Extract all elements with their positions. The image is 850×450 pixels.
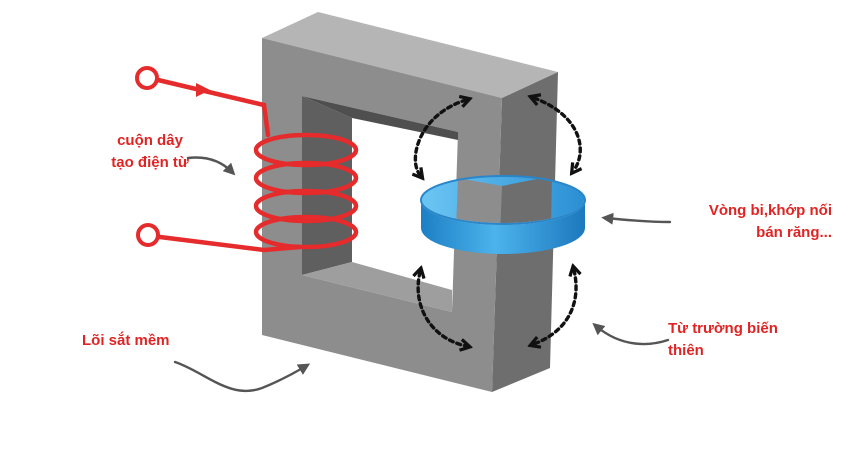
coil-label-line1: cuộn dây	[117, 132, 183, 149]
curved-arrow-icon	[173, 360, 311, 393]
core-top-face	[262, 12, 558, 98]
coil-upper-lead	[155, 77, 271, 138]
lead-arrow-icon	[196, 83, 210, 97]
curved-arrow-icon	[601, 212, 672, 225]
coil-lower-lead	[157, 234, 303, 253]
coil	[155, 77, 359, 253]
core-label: Lõi sắt mềm	[82, 330, 170, 352]
core-label-text: Lõi sắt mềm	[82, 332, 170, 349]
field-label: Từ trường biến thiên	[668, 318, 778, 362]
coil-label: cuộn dây tạo điện từ	[80, 130, 220, 174]
dotted-field-arrow-icon	[534, 98, 580, 170]
terminal-icon	[136, 223, 160, 247]
field-label-line1: Từ trường biến	[668, 320, 778, 337]
pointer-arrows	[173, 156, 672, 393]
field-label-line2: thiên	[668, 342, 704, 359]
dotted-field-arrow-icon	[415, 100, 466, 175]
ring-front-band	[421, 200, 585, 254]
coil-turn-3	[253, 188, 359, 224]
coil-label-line2: tạo điện từ	[111, 154, 189, 171]
ring-label-line2: bán răng...	[756, 224, 832, 241]
curved-arrow-icon	[592, 322, 670, 346]
terminal-icon	[135, 66, 159, 90]
magnetic-field-arrows	[415, 98, 580, 346]
coil-turn-4	[253, 214, 359, 250]
ring-label-line1: Vòng bi,khớp nối	[708, 202, 832, 219]
bearing-ring	[420, 175, 586, 254]
dotted-field-arrow-icon	[418, 272, 466, 346]
curved-arrow-icon	[186, 156, 236, 176]
ring-label: Vòng bi,khớp nối bán răng...	[668, 200, 832, 244]
ring-top-edge	[420, 175, 586, 225]
dotted-field-arrow-icon	[534, 270, 576, 344]
